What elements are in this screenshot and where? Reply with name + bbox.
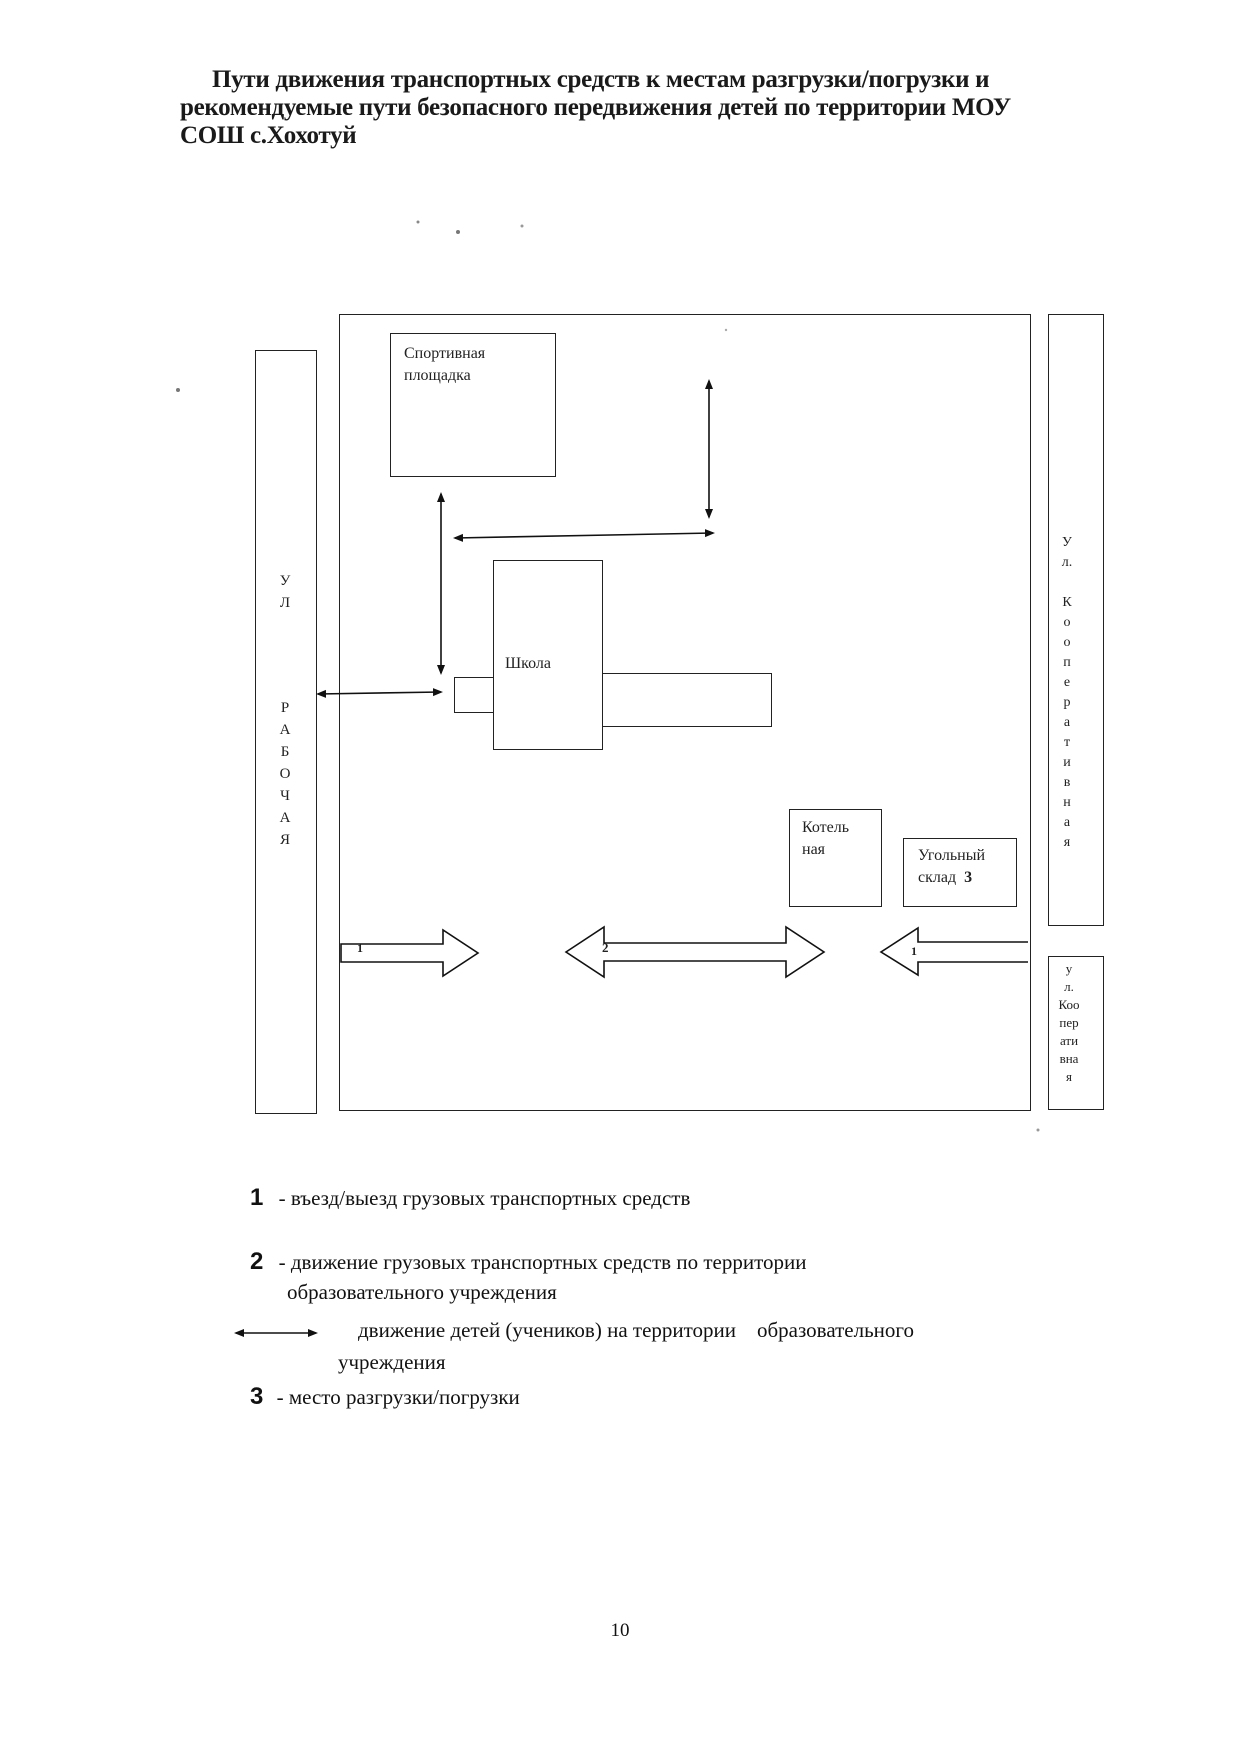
legend-children-text: движение детей (учеников) на территории … [358, 1318, 914, 1342]
sports-ground-label: Спортивная площадка [404, 345, 486, 384]
children-path-horizontal-top [453, 529, 715, 542]
title-line-2: рекомендуемые пути безопасного передвиже… [180, 94, 1011, 121]
legend-item-1-number: 1 [250, 1184, 264, 1211]
coal-storage-label: Угольный склад 3 [918, 847, 986, 886]
page-title: Пути движения транспортных средств к мес… [180, 66, 1080, 150]
legend-item-3-text: - место разгрузки/погрузки [276, 1385, 520, 1409]
legend-item-1: 1 - въезд/выезд грузовых транспортных ср… [250, 1184, 690, 1212]
legend-item-2-number: 2 [250, 1248, 264, 1275]
arrow-middle-number: 2 [602, 940, 609, 955]
legend-children-text-continuation: учреждения [338, 1350, 446, 1374]
arrow-left-number: 1 [357, 941, 363, 955]
street-right-cooperativnaya-top [1048, 314, 1104, 926]
arrow-right-number: 1 [911, 944, 917, 958]
vehicle-movement-arrow-double [564, 925, 826, 979]
coal-storage-number: 3 [964, 869, 973, 886]
legend-item-2-text: - движение грузовых транспортных средств… [278, 1250, 807, 1274]
school-building [493, 560, 603, 750]
legend-item-1-text: - въезд/выезд грузовых транспортных сред… [278, 1186, 691, 1210]
school-building-wing-right [602, 673, 772, 727]
boiler-house-label: Котель ная [802, 819, 850, 858]
street-left-rabochaya [255, 350, 317, 1114]
legend-item-2: 2 - движение грузовых транспортных средс… [250, 1248, 806, 1276]
legend-item-3: 3 - место разгрузки/погрузки [250, 1383, 520, 1411]
sports-ground [390, 333, 556, 477]
school-building-wing-left [454, 677, 496, 713]
vehicle-entry-arrow-right [879, 926, 1028, 977]
legend-item-3-number: 3 [250, 1383, 264, 1410]
boiler-house [789, 809, 882, 907]
title-line-3: СОШ с.Хохотуй [180, 122, 357, 149]
title-line-1: Пути движения транспортных средств к мес… [212, 66, 990, 93]
legend-item-2-continuation: образовательного учреждения [287, 1280, 557, 1304]
page-number: 10 [610, 1620, 630, 1641]
vehicle-entry-arrow-left [340, 928, 480, 978]
children-path-from-street [316, 688, 443, 698]
school-label: Школа [505, 655, 551, 672]
street-right-cooperativnaya-bottom [1048, 956, 1104, 1110]
coal-storage [903, 838, 1017, 907]
